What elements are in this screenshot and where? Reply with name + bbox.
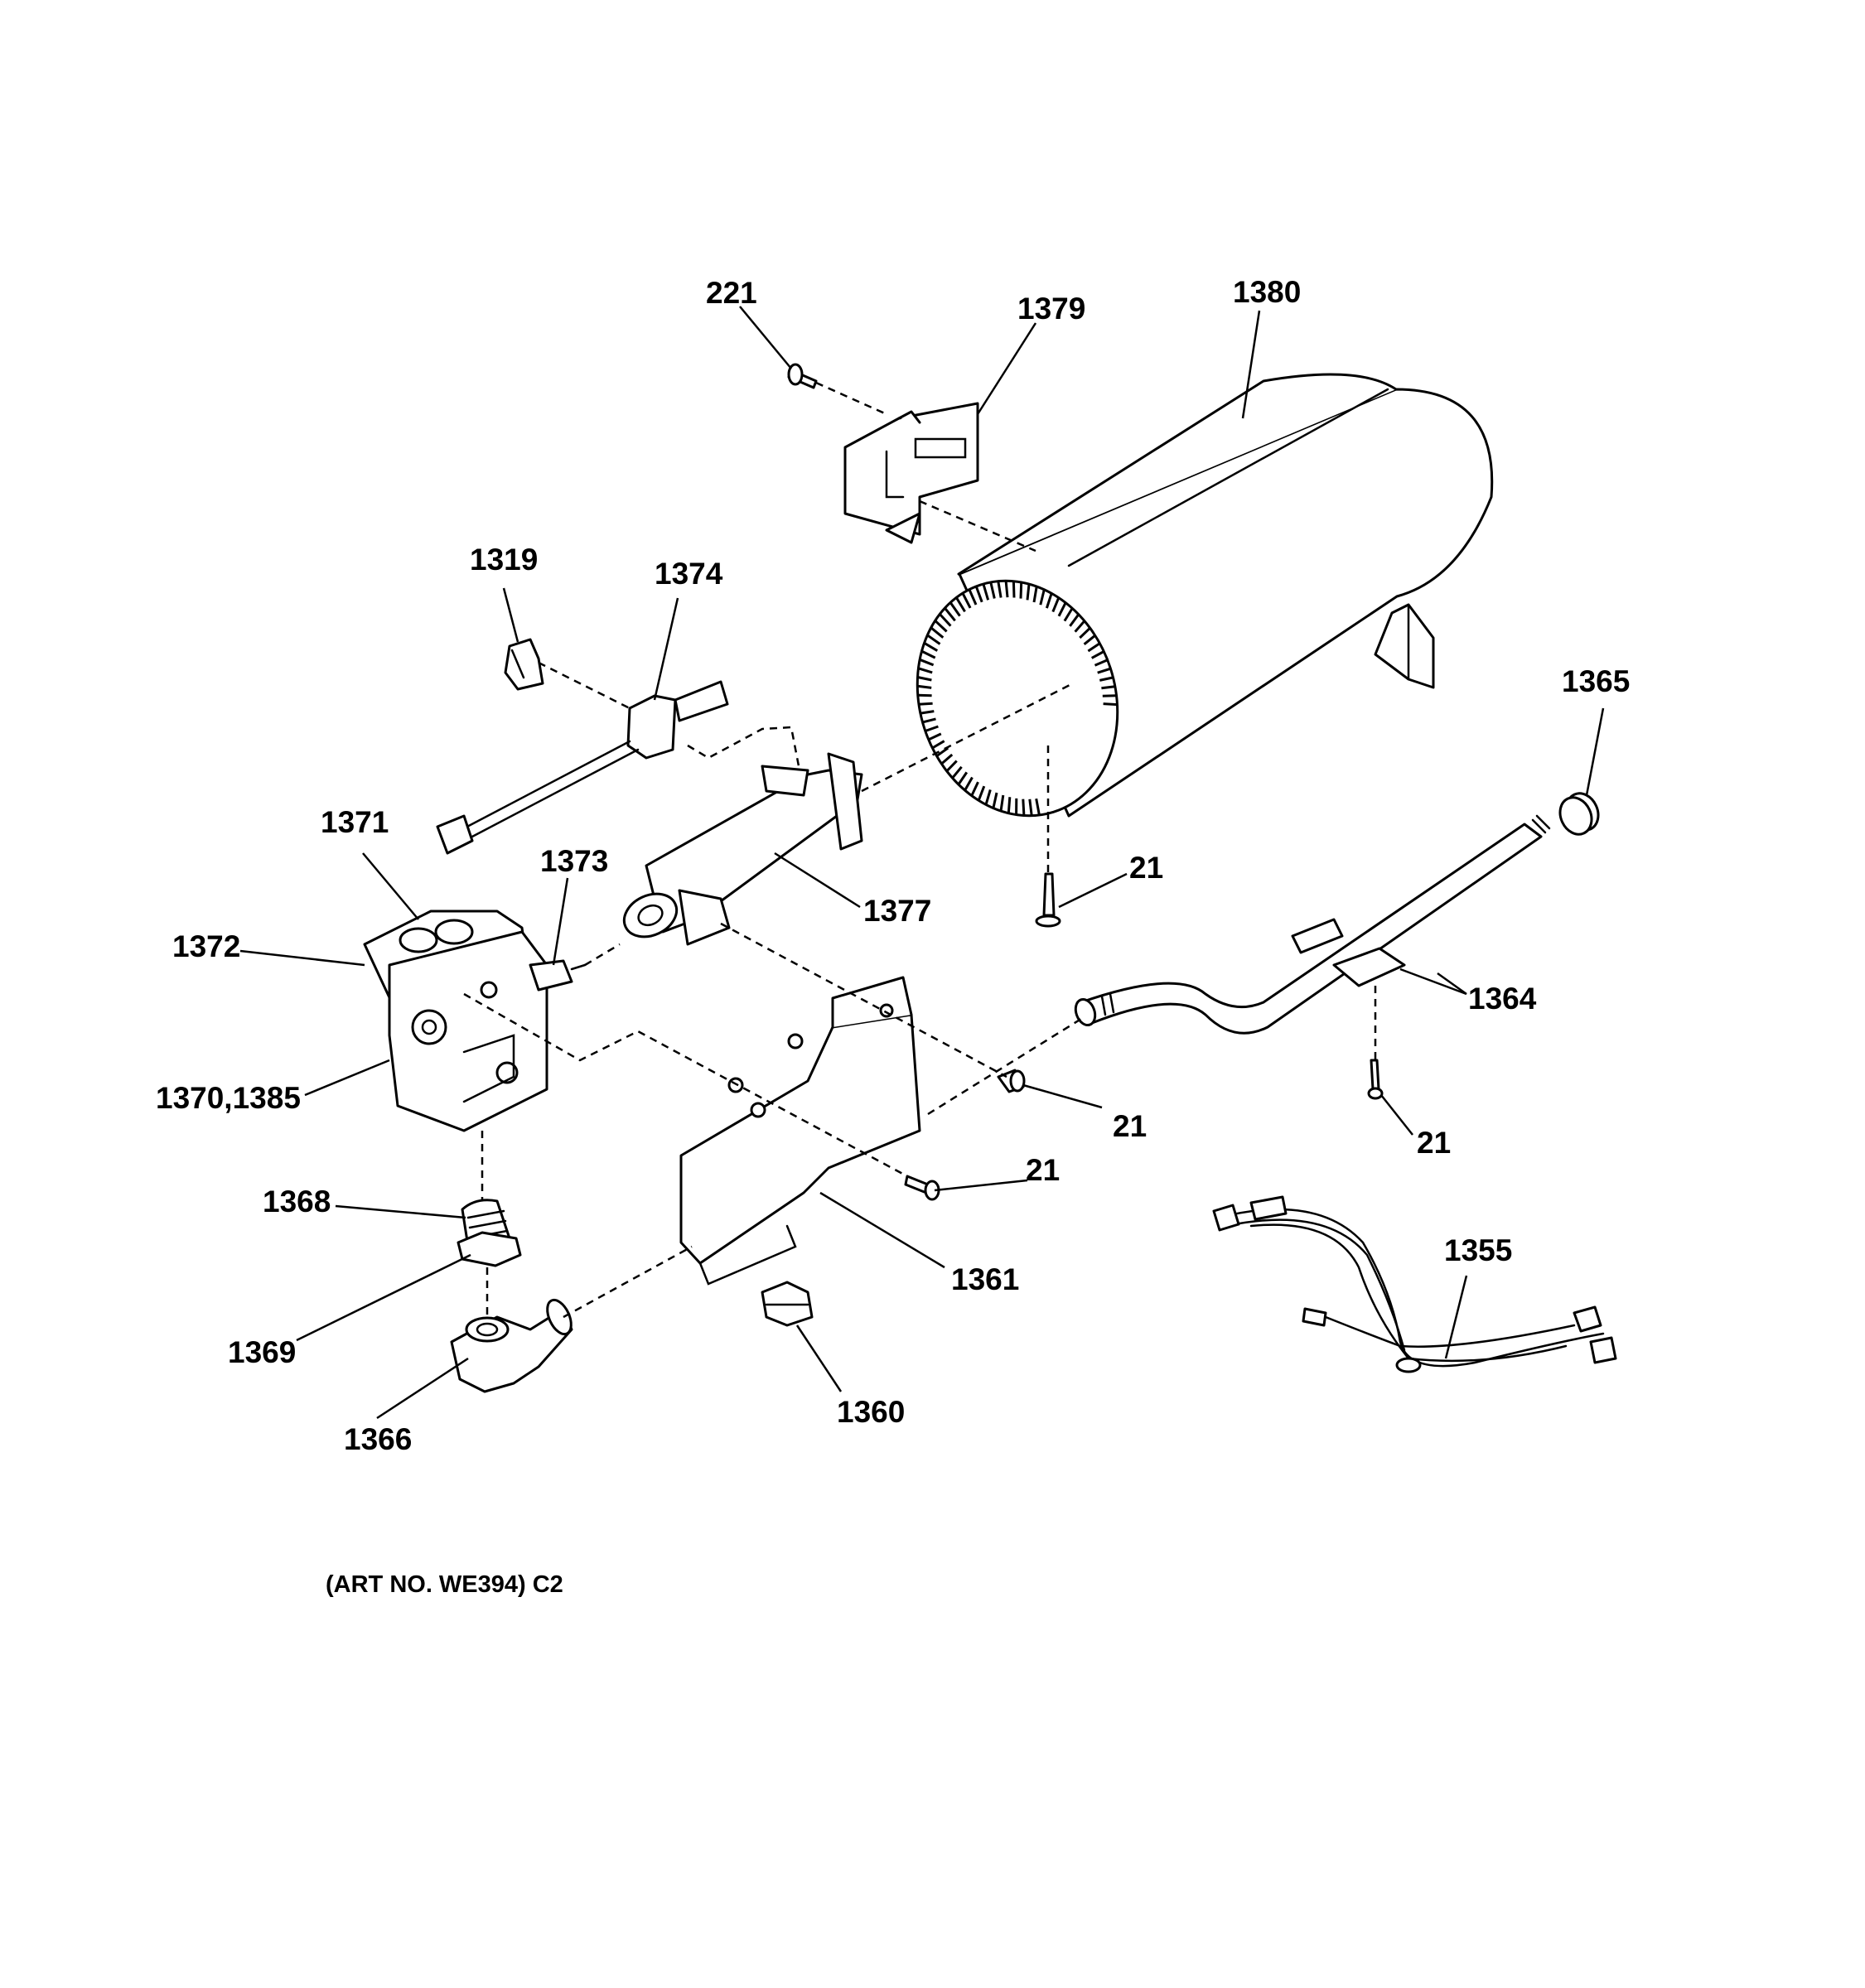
assembly-lines bbox=[463, 381, 1377, 1319]
label-1373: 1373 bbox=[540, 844, 608, 878]
label-1366: 1366 bbox=[344, 1422, 412, 1456]
heat-shield-1361 bbox=[679, 976, 921, 1286]
label-21-tube: 21 bbox=[1129, 851, 1163, 885]
wire-harness-1355 bbox=[1212, 1195, 1617, 1373]
label-1379: 1379 bbox=[1017, 292, 1085, 326]
label-1377: 1377 bbox=[863, 894, 931, 928]
label-1365: 1365 bbox=[1562, 664, 1630, 698]
label-1370-1385: 1370,1385 bbox=[156, 1081, 301, 1115]
cap-1365 bbox=[1558, 792, 1600, 836]
label-221: 221 bbox=[706, 276, 757, 310]
screw-21-manifold bbox=[1367, 1059, 1384, 1100]
label-21-manifold: 21 bbox=[1417, 1126, 1451, 1160]
burner-tube-1377 bbox=[622, 752, 863, 946]
callout-labels: 221 1379 1380 1319 1374 1365 1371 1373 1… bbox=[156, 275, 1630, 1456]
label-1319: 1319 bbox=[470, 543, 538, 577]
label-1368: 1368 bbox=[263, 1185, 331, 1218]
leader-lines bbox=[239, 306, 1605, 1420]
combustion-chamber-1380 bbox=[916, 373, 1494, 818]
screw-221 bbox=[787, 363, 818, 389]
chamber-hatching bbox=[917, 581, 1118, 816]
label-21-bracket: 21 bbox=[1026, 1153, 1060, 1187]
screw-21-tube bbox=[1035, 872, 1061, 928]
screw-21-bracket bbox=[904, 1175, 940, 1201]
art-number: (ART NO. WE394) C2 bbox=[326, 1571, 563, 1598]
clip-1360 bbox=[761, 1281, 814, 1327]
label-1371: 1371 bbox=[321, 805, 389, 839]
label-1364: 1364 bbox=[1468, 982, 1537, 1016]
label-1372: 1372 bbox=[172, 929, 240, 963]
label-1360: 1360 bbox=[837, 1395, 905, 1429]
elbow-1366 bbox=[450, 1298, 573, 1393]
label-1369: 1369 bbox=[228, 1335, 296, 1369]
label-1361: 1361 bbox=[951, 1262, 1019, 1296]
manifold-pipe-1364 bbox=[1074, 814, 1551, 1035]
igniter-1374 bbox=[436, 680, 729, 855]
flame-sensor-1379 bbox=[843, 402, 979, 544]
label-1380: 1380 bbox=[1233, 275, 1301, 309]
hex-fitting-1369 bbox=[457, 1231, 522, 1267]
label-21-shield: 21 bbox=[1113, 1109, 1147, 1143]
clip-1319 bbox=[504, 638, 544, 691]
label-1355: 1355 bbox=[1444, 1233, 1512, 1267]
gas-valve-1370-1385 bbox=[363, 910, 587, 1132]
label-1374: 1374 bbox=[655, 557, 723, 591]
